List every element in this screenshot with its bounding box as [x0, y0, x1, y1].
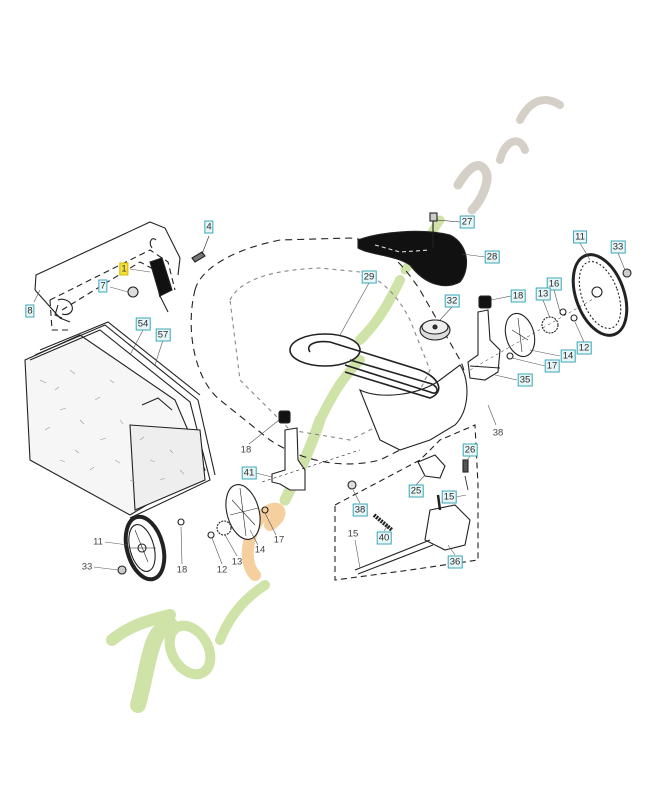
callout-15[interactable]: 15	[441, 490, 457, 504]
callout-40[interactable]: 40	[376, 531, 392, 545]
callout-1[interactable]: 1	[119, 262, 129, 276]
callout-13[interactable]: 13	[231, 556, 243, 568]
callout-38[interactable]: 38	[352, 503, 368, 517]
callout-11[interactable]: 11	[93, 536, 103, 548]
callout-16[interactable]: 16	[546, 277, 562, 291]
idler-pulley	[419, 319, 451, 341]
callout-4[interactable]: 4	[204, 220, 214, 234]
callout-38[interactable]: 38	[492, 427, 504, 439]
callout-28[interactable]: 28	[484, 250, 500, 264]
callout-17[interactable]: 17	[273, 534, 285, 546]
callout-7[interactable]: 7	[98, 279, 108, 293]
callout-36[interactable]: 36	[447, 555, 463, 569]
callout-35[interactable]: 35	[517, 373, 533, 387]
callout-57[interactable]: 57	[155, 328, 171, 342]
callout-26[interactable]: 26	[462, 443, 478, 457]
callout-33[interactable]: 33	[81, 561, 93, 573]
callout-18[interactable]: 18	[176, 564, 188, 576]
front-height-adjuster	[261, 410, 361, 491]
belt	[289, 333, 440, 399]
callout-17[interactable]: 17	[544, 359, 560, 373]
callout-14[interactable]: 14	[254, 544, 266, 556]
handle-knob	[127, 286, 139, 298]
callout-41[interactable]: 41	[241, 466, 257, 480]
callout-18[interactable]: 18	[510, 289, 526, 303]
callout-12[interactable]: 12	[216, 564, 228, 576]
callout-18[interactable]: 18	[240, 444, 252, 456]
callout-54[interactable]: 54	[135, 317, 151, 331]
callout-27[interactable]: 27	[459, 215, 475, 229]
callout-15[interactable]: 15	[347, 528, 359, 540]
belt-guard	[357, 230, 468, 287]
callout-14[interactable]: 14	[560, 349, 576, 363]
transmission-section	[334, 424, 479, 581]
bail-control-plate	[149, 238, 173, 313]
guard-bolt	[429, 212, 461, 248]
callout-32[interactable]: 32	[444, 294, 460, 308]
callout-25[interactable]: 25	[408, 484, 424, 498]
callout-8[interactable]: 8	[25, 304, 35, 318]
front-wheel-assembly	[117, 484, 269, 582]
rear-wheel-assembly	[469, 253, 632, 371]
mower-deck	[190, 237, 468, 465]
callout-11[interactable]: 11	[573, 230, 587, 244]
grass-catcher	[24, 321, 216, 519]
rear-height-adjuster	[467, 295, 501, 381]
callout-29[interactable]: 29	[361, 270, 377, 284]
callout-13[interactable]: 13	[535, 287, 551, 301]
callout-12[interactable]: 12	[576, 341, 592, 355]
callout-33[interactable]: 33	[610, 240, 626, 254]
handle-bolt	[191, 235, 210, 263]
